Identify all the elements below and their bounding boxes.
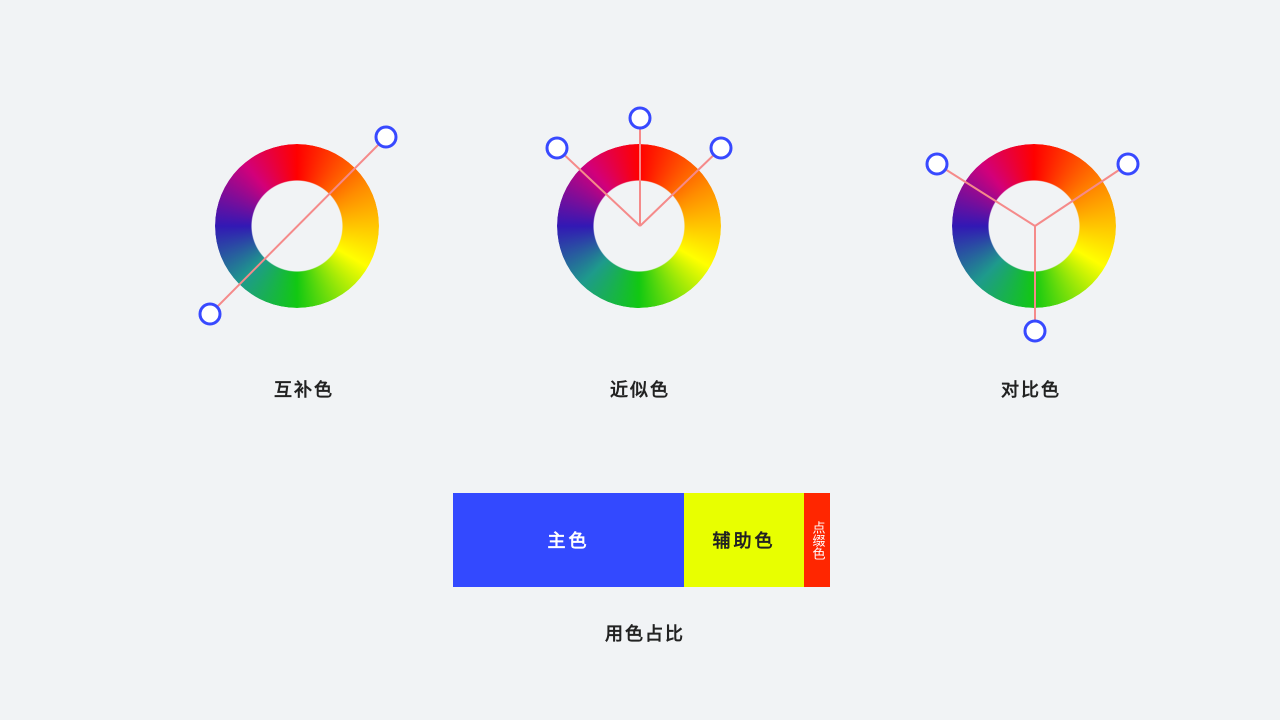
secondary-color-label: 辅助色 bbox=[712, 531, 776, 552]
accent-color-label: 点缀色 bbox=[809, 520, 825, 560]
handle bbox=[198, 302, 222, 326]
guide-line bbox=[556, 147, 641, 227]
handle bbox=[709, 136, 733, 160]
guide-line bbox=[936, 163, 1036, 227]
handle bbox=[374, 125, 398, 149]
handle bbox=[545, 136, 569, 160]
secondary-color-segment: 辅助色 bbox=[684, 493, 804, 587]
complementary-label: 互补色 bbox=[274, 380, 334, 401]
color-ratio-bar: 主色 辅助色 点缀色 bbox=[453, 493, 830, 587]
ratio-title: 用色占比 bbox=[605, 624, 685, 645]
accent-color-segment: 点缀色 bbox=[804, 493, 830, 587]
handle bbox=[1116, 152, 1140, 176]
guide-line bbox=[639, 147, 722, 227]
contrast-label: 对比色 bbox=[1001, 380, 1061, 401]
analogous-label: 近似色 bbox=[610, 380, 670, 401]
guide-line bbox=[209, 136, 387, 315]
guide-line bbox=[1034, 163, 1129, 227]
handle bbox=[1023, 319, 1047, 343]
primary-color-label: 主色 bbox=[547, 531, 590, 552]
handle bbox=[925, 152, 949, 176]
handle bbox=[628, 106, 652, 130]
primary-color-segment: 主色 bbox=[453, 493, 684, 587]
